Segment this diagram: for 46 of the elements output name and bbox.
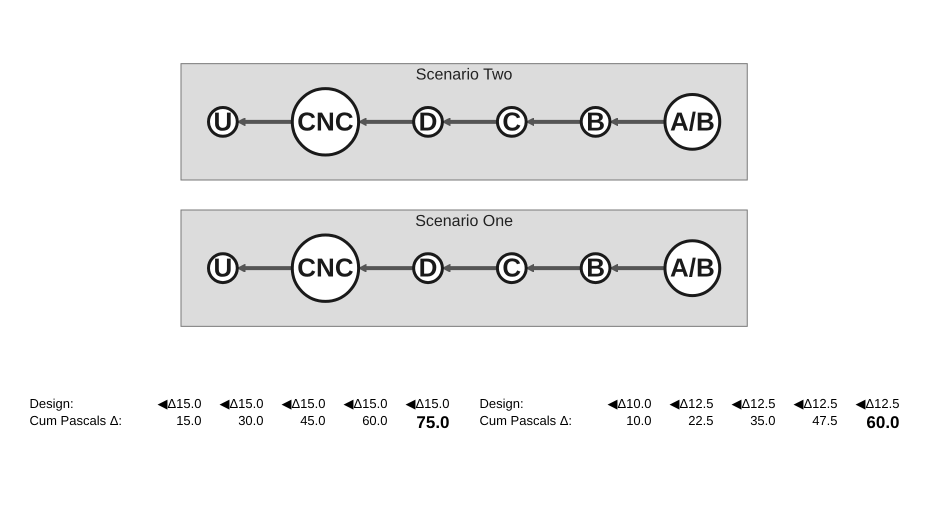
arrow <box>526 117 582 126</box>
cumulative-value: 30.0 <box>237 413 264 430</box>
cumulative-value: 60.0 <box>865 413 900 433</box>
node-circle: B <box>580 106 612 138</box>
arrow <box>442 264 498 273</box>
row-label: Cum Pascals Δ: <box>30 413 123 430</box>
cumulative-value: 10.0 <box>625 413 652 430</box>
arrow <box>237 117 293 126</box>
row-label: Design: <box>480 396 525 411</box>
node-circle: U <box>207 106 240 138</box>
arrow <box>442 117 498 126</box>
design-value: ◀Δ15.0 <box>404 396 450 411</box>
design-value: ◀Δ12.5 <box>730 396 776 411</box>
cumulative-value: 35.0 <box>749 413 776 430</box>
cumulative-value: 45.0 <box>299 413 326 430</box>
design-value: ◀Δ15.0 <box>218 396 264 411</box>
arrow <box>358 117 414 126</box>
cumulative-value: 22.5 <box>687 413 714 430</box>
node-circle: U <box>207 252 240 284</box>
node-circle: C <box>496 252 528 284</box>
row-label: Design: <box>30 396 75 411</box>
node-circle: B <box>580 252 612 284</box>
cumulative-value: 60.0 <box>361 413 388 430</box>
node-circle: CNC <box>291 87 360 156</box>
design-value: ◀Δ12.5 <box>854 396 900 411</box>
design-value: ◀Δ15.0 <box>280 396 326 411</box>
cumulative-value: 75.0 <box>415 413 450 433</box>
node-circle: A/B <box>664 92 722 151</box>
arrow <box>526 264 582 273</box>
node-circle: D <box>412 252 444 284</box>
design-value: ◀Δ12.5 <box>668 396 714 411</box>
arrow <box>237 264 293 273</box>
node-circle: CNC <box>291 234 360 303</box>
node-circle: A/B <box>664 239 722 298</box>
design-value: ◀Δ15.0 <box>156 396 202 411</box>
arrow <box>610 117 666 126</box>
arrow <box>610 264 666 273</box>
arrow <box>358 264 414 273</box>
design-value: ◀Δ10.0 <box>606 396 652 411</box>
cumulative-value: 47.5 <box>811 413 838 430</box>
node-circle: C <box>496 106 528 138</box>
design-value: ◀Δ15.0 <box>342 396 388 411</box>
cumulative-value: 15.0 <box>175 413 202 430</box>
node-circle: D <box>412 106 444 138</box>
design-value: ◀Δ12.5 <box>792 396 838 411</box>
row-label: Cum Pascals Δ: <box>480 413 573 430</box>
